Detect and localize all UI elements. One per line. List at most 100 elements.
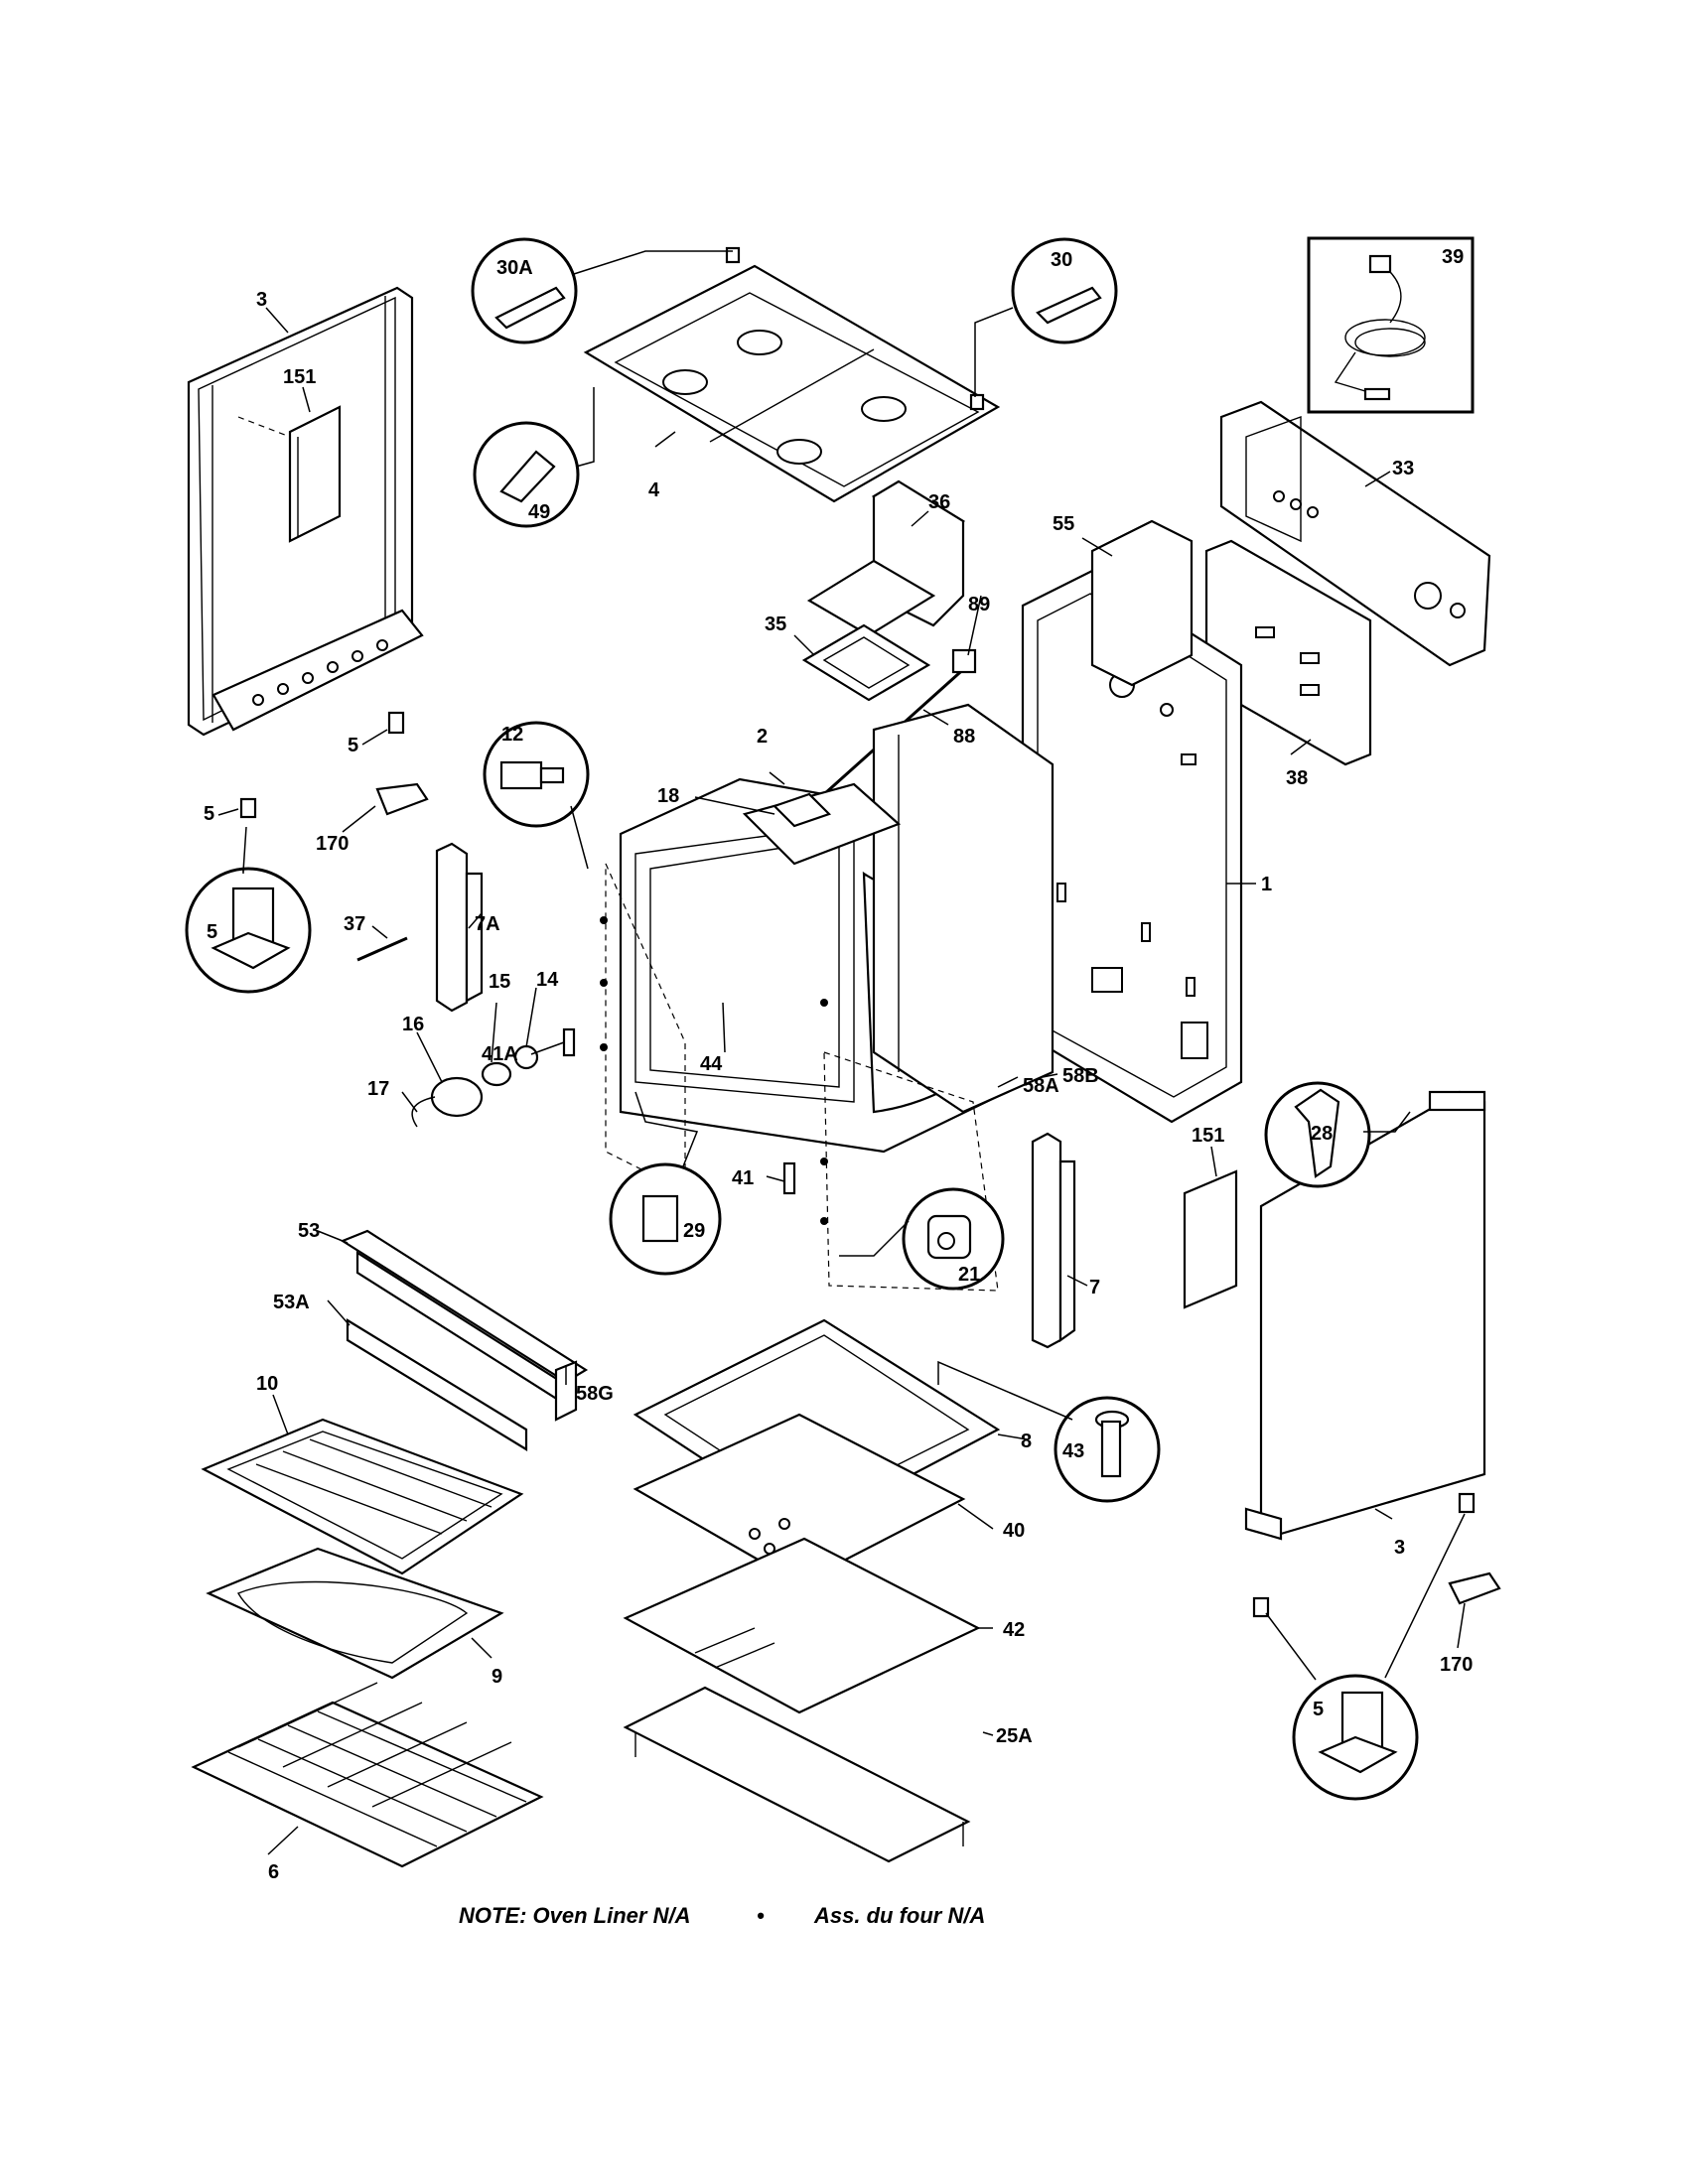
label-44: 44: [700, 1053, 723, 1075]
label-58G: 58G: [576, 1383, 614, 1405]
label-36: 36: [928, 491, 950, 513]
top-hinge-right: [969, 393, 985, 411]
power-cord-inset: [1307, 236, 1475, 414]
label-41: 41: [732, 1167, 754, 1189]
label-21: 21: [958, 1264, 980, 1286]
door-hinge-right: [1031, 1132, 1076, 1349]
label-49: 49: [528, 501, 550, 523]
bottom-panel: [633, 1413, 966, 1585]
label-53: 53: [298, 1220, 320, 1242]
broil-pan-tray: [206, 1547, 504, 1680]
detail-43: [1054, 1396, 1161, 1503]
detail-21: [902, 1187, 1005, 1291]
label-42: 42: [1003, 1619, 1025, 1641]
detail-29: [609, 1162, 722, 1276]
drawer-bottom: [623, 1537, 981, 1714]
label-7: 7: [1089, 1277, 1100, 1298]
label-58A: 58A: [1023, 1075, 1059, 1097]
label-38: 38: [1286, 767, 1308, 789]
detail-30: [1011, 237, 1118, 344]
leg-small-mid: [239, 797, 257, 819]
oven-body: [600, 703, 1055, 1225]
label-89: 89: [968, 594, 990, 615]
note-bullet: •: [757, 1903, 765, 1928]
detail-5-left: [185, 867, 312, 994]
label-3-left: 3: [256, 289, 267, 311]
small-bracket-41A: [562, 1027, 576, 1057]
door-hinge-left: [435, 842, 484, 1013]
drawer-support: [623, 1686, 971, 1863]
label-5-a: 5: [348, 735, 358, 756]
label-5-c: 5: [207, 921, 217, 943]
vent-gasket: [801, 623, 931, 702]
label-170-left: 170: [316, 833, 349, 855]
wire-clip: [356, 936, 408, 962]
detail-5-right: [1292, 1674, 1419, 1801]
label-16: 16: [402, 1014, 424, 1035]
label-151-left: 151: [283, 366, 316, 388]
detail-12: [483, 721, 590, 828]
broil-pan-grid: [201, 1418, 524, 1575]
label-29: 29: [683, 1220, 705, 1242]
label-41A: 41A: [482, 1043, 518, 1065]
label-170-right: 170: [1440, 1654, 1473, 1676]
label-53A: 53A: [273, 1292, 310, 1313]
rear-bracket: [1090, 519, 1194, 687]
footnote: NOTE: Oven Liner N/A • Ass. du four N/A: [459, 1903, 985, 1928]
top-hinge-left: [725, 246, 741, 264]
label-28: 28: [1311, 1123, 1333, 1145]
label-18: 18: [657, 785, 679, 807]
vent-duct: [806, 479, 966, 637]
part-labels: 30A 30 39 3 151 49 4 33 36 55 89 35 88 3…: [204, 246, 1473, 1883]
leg-small-right-a: [1252, 1596, 1270, 1618]
detail-49: [473, 421, 580, 528]
label-40: 40: [1003, 1520, 1025, 1542]
note-left: NOTE: Oven Liner N/A: [459, 1903, 690, 1928]
label-55: 55: [1053, 513, 1074, 535]
label-58B: 58B: [1062, 1065, 1099, 1087]
leg-bracket-left: [375, 782, 429, 816]
label-35: 35: [765, 614, 786, 635]
left-side-bracket: [237, 405, 342, 543]
label-1: 1: [1261, 874, 1272, 895]
label-30A: 30A: [496, 257, 533, 279]
label-37: 37: [344, 913, 365, 935]
label-43: 43: [1062, 1440, 1084, 1462]
label-4: 4: [648, 479, 660, 501]
label-6: 6: [268, 1861, 279, 1883]
label-5-b: 5: [204, 803, 214, 825]
detail-28: [1264, 1081, 1371, 1188]
back-panel: [1219, 400, 1491, 667]
label-25A: 25A: [996, 1725, 1033, 1747]
note-right: Ass. du four N/A: [813, 1903, 985, 1928]
label-14: 14: [536, 969, 559, 991]
label-30: 30: [1051, 249, 1072, 271]
label-88: 88: [953, 726, 975, 748]
leader-lines: [217, 250, 1466, 1855]
label-9: 9: [492, 1666, 502, 1688]
right-side-bracket: [1183, 1169, 1238, 1309]
label-39: 39: [1442, 246, 1464, 268]
label-5-d: 5: [1313, 1699, 1324, 1720]
label-151-right: 151: [1192, 1125, 1224, 1147]
main-top: [583, 264, 1001, 503]
label-3-right: 3: [1394, 1537, 1405, 1559]
right-side-panel: [1244, 1090, 1486, 1541]
label-15: 15: [489, 971, 510, 993]
label-33: 33: [1392, 458, 1414, 479]
label-8: 8: [1021, 1431, 1032, 1452]
oven-rack: [191, 1682, 544, 1868]
label-10: 10: [256, 1373, 278, 1395]
leg-small-top: [387, 711, 405, 735]
detail-30A: [471, 237, 578, 344]
label-12: 12: [501, 724, 523, 746]
label-7A: 7A: [475, 913, 500, 935]
light-assembly: [411, 1044, 539, 1128]
label-17: 17: [367, 1078, 389, 1100]
leg-small-right-b: [1458, 1492, 1476, 1514]
label-2: 2: [757, 726, 768, 748]
drawer-front-trim: [340, 1229, 589, 1451]
small-bracket-41: [782, 1161, 796, 1195]
leg-bracket-right: [1448, 1571, 1501, 1605]
